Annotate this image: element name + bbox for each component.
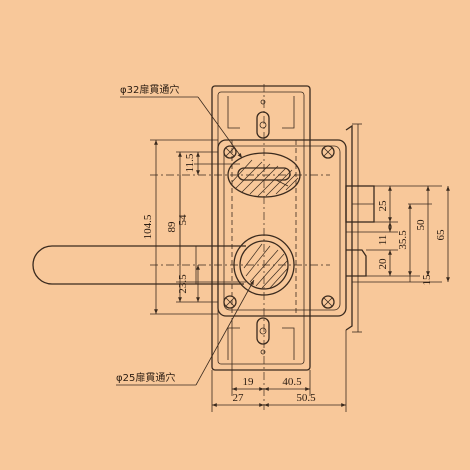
right-dimensions: [346, 185, 450, 283]
screw-top-left: [223, 145, 237, 159]
faceplate: [345, 123, 375, 333]
lock-body: [217, 139, 347, 317]
dim-27: 27: [233, 392, 245, 404]
dim-40-5: 40.5: [282, 376, 302, 388]
dim-25: 25: [377, 200, 389, 212]
note-top-hole: φ32扉貫通穴: [120, 83, 179, 96]
dim-19: 19: [243, 376, 255, 388]
dim-89: 89: [166, 221, 178, 233]
dim-65: 65: [435, 229, 447, 241]
leader-lines: [116, 96, 255, 386]
note-bottom-hole: φ25扉貫通穴: [116, 371, 175, 384]
center-lines: [150, 84, 330, 410]
escutcheon-plate: [211, 85, 311, 371]
lever-handle: [32, 245, 246, 285]
dim-50: 50: [415, 219, 427, 231]
bottom-dimensions: [211, 318, 347, 412]
screw-bottom-left: [223, 295, 237, 309]
dim-50-5: 50.5: [296, 392, 316, 404]
screw-top-right: [321, 145, 335, 159]
screw-bottom-right: [321, 295, 335, 309]
dim-54: 54: [177, 214, 189, 226]
dim-20: 20: [377, 258, 389, 270]
dim-104-5: 104.5: [142, 214, 154, 239]
dim-11-5: 11.5: [184, 153, 196, 172]
dim-15: 15: [421, 274, 433, 286]
dim-23-5: 23.5: [177, 274, 189, 294]
left-dimensions: [154, 140, 200, 314]
dim-35-5: 35.5: [397, 230, 409, 250]
dim-11: 11: [377, 235, 389, 246]
